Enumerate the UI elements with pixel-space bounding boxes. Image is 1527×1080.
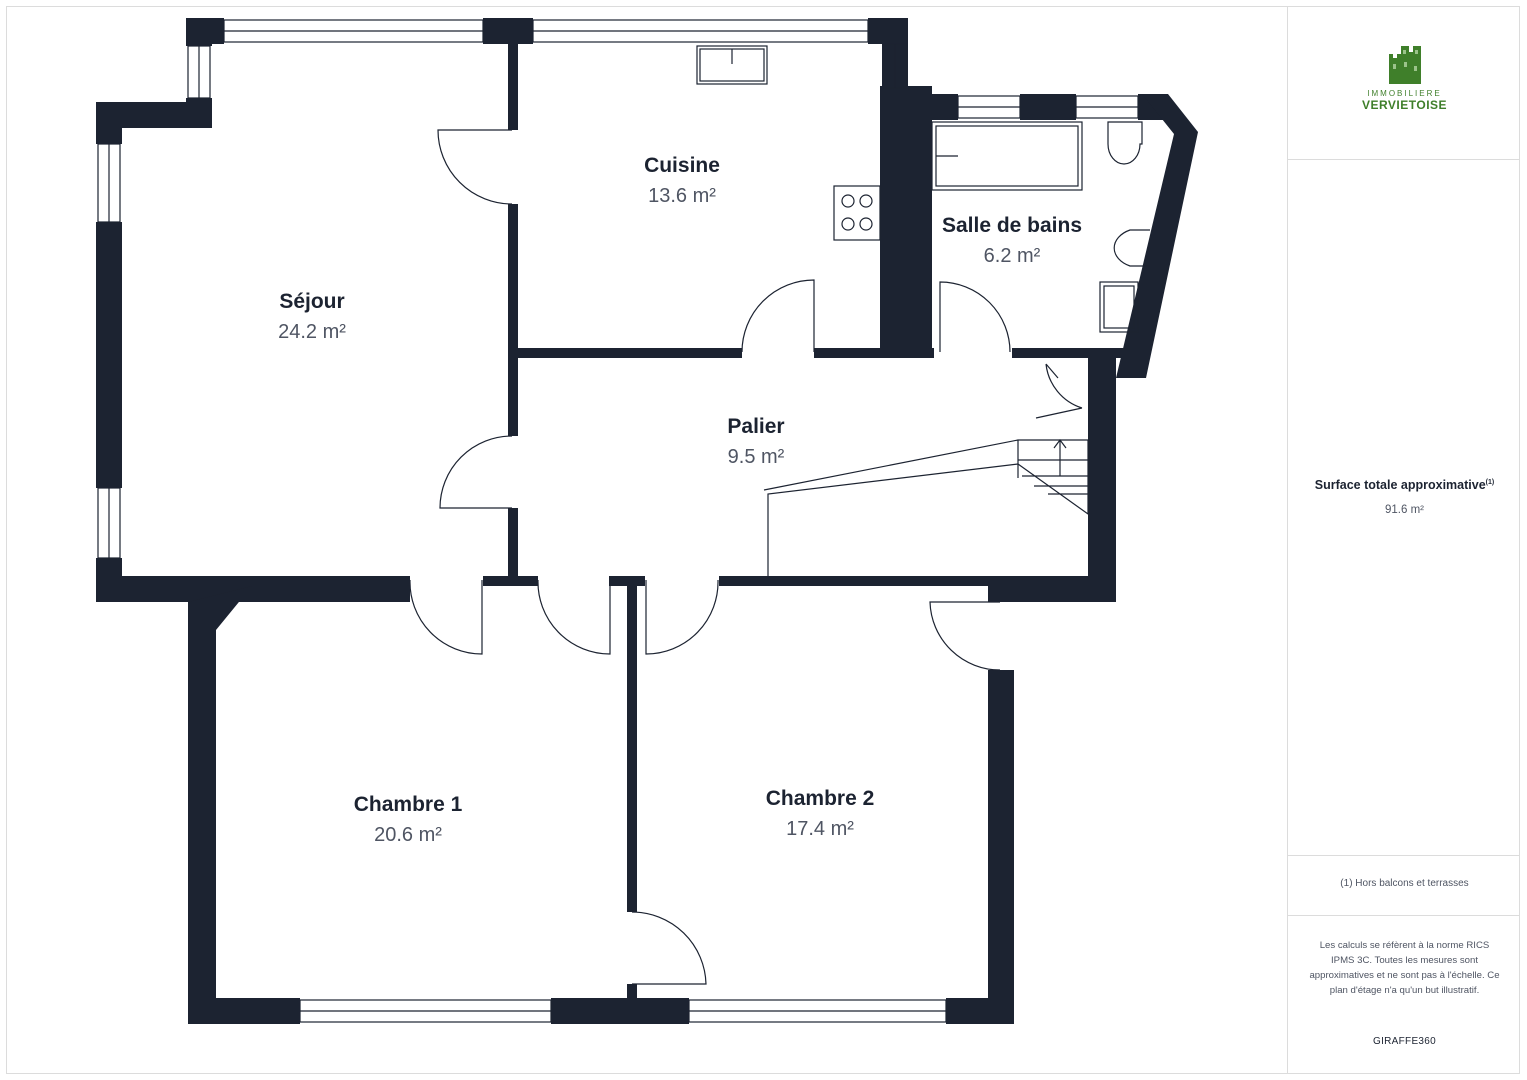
door-chambre1-droite [537, 579, 611, 655]
brand-mark: GIRAFFE360 [1372, 1036, 1437, 1047]
room-name-chambre-2: Chambre 2 [766, 787, 875, 810]
total-surface-label: Surface totale approximative(1) [1314, 478, 1495, 492]
room-name-salle-de-bains: Salle de bains [942, 214, 1082, 237]
windows [97, 19, 1139, 1023]
toilet [1107, 121, 1143, 165]
room-area-cuisine: 13.6 m² [648, 185, 716, 207]
logo-line-2: VERVIETOISE [1361, 98, 1448, 112]
divider [1288, 855, 1520, 856]
bathtub [931, 121, 1083, 191]
door-sejour-palier [439, 435, 513, 509]
castle-tower-icon [1388, 46, 1421, 84]
room-name-cuisine: Cuisine [644, 154, 720, 177]
footnote: (1) Hors balcons et terrasses [1340, 878, 1469, 889]
room-area-palier: 9.5 m² [728, 446, 785, 468]
room-labels: Cuisine 13.6 m² Salle de bains 6.2 m² Sé… [278, 154, 1082, 846]
shower-tray [1099, 281, 1139, 333]
page-frame [6, 6, 1520, 1074]
total-surface-value: 91.6 m² [1385, 504, 1424, 516]
room-name-sejour: Séjour [279, 290, 344, 313]
divider [1288, 915, 1520, 916]
disclaimer: Les calculs se réfèrent à la norme RICS … [1309, 940, 1500, 996]
room-area-salle-de-bains: 6.2 m² [984, 245, 1041, 267]
footnote-marker: (1) [1485, 478, 1495, 486]
door-chambre2-entree [929, 601, 1001, 671]
doors [409, 129, 1083, 985]
room-area-chambre-2: 17.4 m² [786, 818, 854, 840]
total-surface: Surface totale approximative(1) 91.6 m² [1288, 478, 1521, 516]
room-name-palier: Palier [727, 415, 784, 438]
door-chambre2 [645, 579, 719, 655]
room-name-chambre-1: Chambre 1 [354, 793, 463, 816]
washbasin [1113, 229, 1150, 267]
floor-plan: Cuisine 13.6 m² Salle de bains 6.2 m² Sé… [96, 18, 1198, 1024]
sink-counter [696, 45, 768, 85]
room-area-sejour: 24.2 m² [278, 321, 346, 343]
door-bain-palier [939, 281, 1011, 353]
door-chambres-communicante [631, 911, 707, 985]
divider [1288, 159, 1520, 160]
agency-logo: IMMOBILIERE VERVIETOISE [1288, 44, 1521, 112]
door-cuisine-palier [741, 279, 815, 353]
door-chambre1-gauche [409, 579, 483, 655]
fixtures [696, 45, 1150, 576]
door-placard [1035, 363, 1083, 419]
door-sejour-cuisine [437, 129, 513, 205]
walls [96, 18, 1198, 1024]
room-area-chambre-1: 20.6 m² [374, 824, 442, 846]
info-panel: IMMOBILIERE VERVIETOISE Surface totale a… [1287, 6, 1520, 1074]
logo-line-1: IMMOBILIERE [1367, 89, 1442, 98]
stove [833, 185, 881, 241]
